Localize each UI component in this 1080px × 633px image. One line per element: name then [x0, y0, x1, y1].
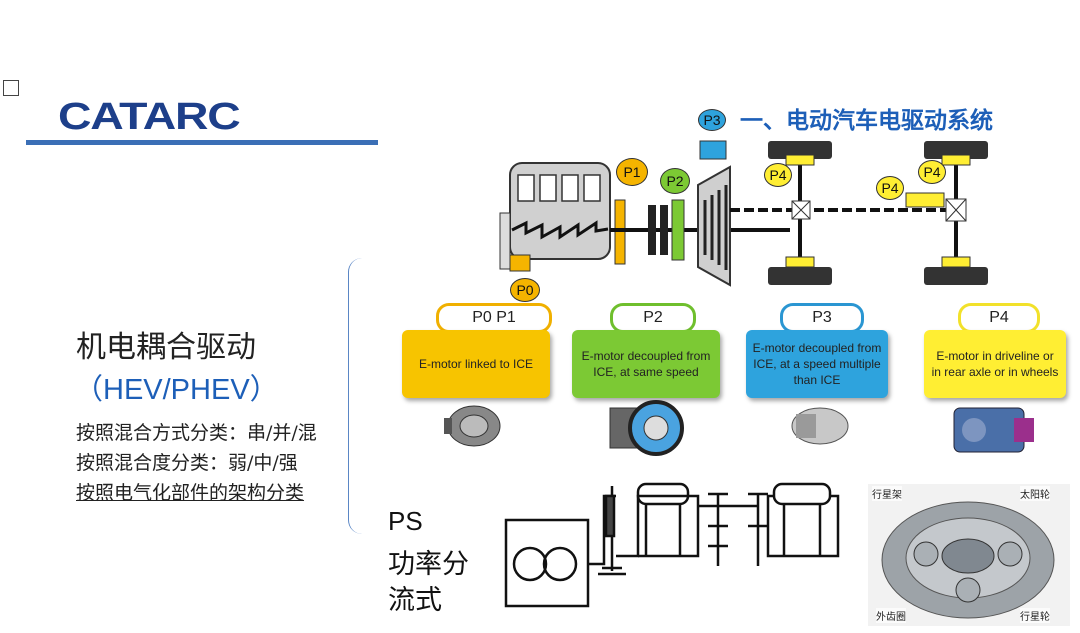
tag-p0: P0 — [510, 278, 540, 302]
category-label-p0-p1: P0 P1 — [436, 303, 552, 333]
tag-p3: P3 — [698, 109, 726, 131]
category-box-p2: E-motor decoupled from ICE, at same spee… — [572, 330, 720, 398]
category-box-p4: E-motor in driveline or in rear axle or … — [924, 330, 1066, 398]
p2-motor — [671, 199, 685, 261]
p4-front-bottom — [785, 256, 815, 268]
planetary-gear-image — [868, 484, 1070, 626]
classification-line-3: 按照电气化部件的架构分类 — [76, 482, 305, 504]
classification-line-2: 按照混合度分类：弱/中/强 — [76, 452, 298, 474]
tag-p2: P2 — [660, 168, 690, 194]
category-label-p2: P2 — [610, 303, 696, 333]
wheel-fl — [768, 141, 832, 159]
tag-p4-rear-top: P4 — [918, 160, 946, 184]
p2-motor-image — [609, 400, 684, 456]
engine-cylinders — [517, 174, 601, 202]
p3-motor-image — [791, 407, 849, 445]
gearbox-gears — [703, 185, 728, 270]
category-box-p3: E-motor decoupled from ICE, at a speed m… — [746, 330, 888, 398]
catarc-logo: CATARC — [58, 96, 241, 138]
front-pulley — [499, 212, 511, 270]
logo-rule — [26, 140, 378, 145]
p3-motor — [699, 140, 727, 160]
wheel-rr — [924, 267, 988, 285]
clutch-1 — [648, 205, 656, 255]
planet-carrier-label: 行星架 — [872, 486, 902, 501]
tag-p1: P1 — [616, 158, 648, 186]
corner-box — [3, 80, 19, 96]
p0-motor — [509, 254, 531, 272]
power-split-schematic — [504, 482, 840, 608]
grouping-brace — [348, 258, 377, 534]
section-title: 一、电动汽车电驱动系统 — [740, 108, 993, 134]
gearbox — [697, 165, 731, 287]
hybrid-drive-title: 机电耦合驱动 — [76, 330, 256, 365]
tag-p4-front: P4 — [764, 163, 792, 187]
classification-line-1: 按照混合方式分类：串/并/混 — [76, 422, 317, 444]
category-label-p4: P4 — [958, 303, 1040, 333]
alternator-image — [444, 405, 501, 447]
power-split-subtitle-2: 流式 — [388, 585, 442, 616]
wheel-fr — [768, 267, 832, 285]
power-split-subtitle-1: 功率分 — [388, 549, 469, 580]
hybrid-drive-subtitle: （HEV/PHEV） — [74, 374, 279, 406]
p4-front-top — [785, 154, 815, 166]
clutch-2 — [660, 205, 668, 255]
power-split-label: PS — [388, 506, 423, 536]
category-box-p0-p1: E-motor linked to ICE — [402, 330, 550, 398]
crankshaft — [511, 220, 609, 240]
planet-gear-label: 行星轮 — [1020, 608, 1050, 623]
p4-axle-image — [953, 407, 1034, 453]
p4-rear-motor — [905, 192, 945, 208]
powertrain-diagram — [499, 140, 988, 287]
ring-gear-label: 外齿圈 — [876, 608, 906, 623]
category-label-p3: P3 — [780, 303, 864, 333]
wheel-rl — [924, 141, 988, 159]
sun-gear-label: 太阳轮 — [1020, 486, 1050, 501]
tag-p4-rear-left: P4 — [876, 176, 904, 200]
p4-rear-bottom — [941, 256, 971, 268]
p4-rear-top — [941, 154, 971, 166]
